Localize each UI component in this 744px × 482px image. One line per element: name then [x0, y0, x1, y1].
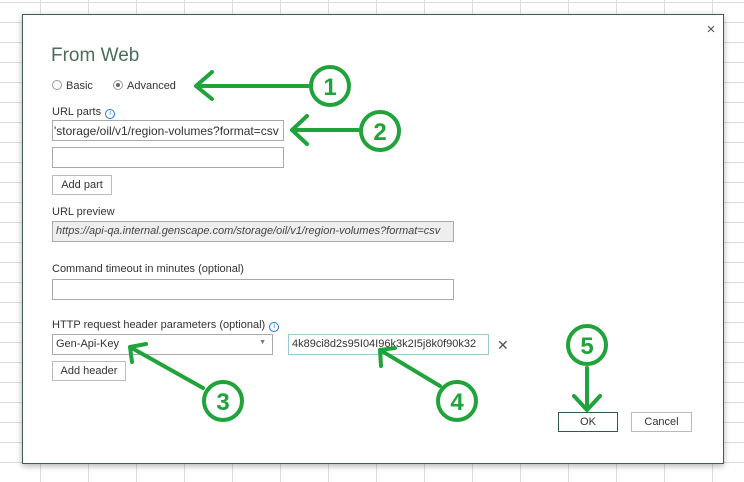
- url-part-2-input[interactable]: [52, 147, 284, 168]
- radio-advanced[interactable]: Advanced: [113, 80, 176, 92]
- radio-circle: [52, 80, 62, 90]
- radio-circle-selected: [113, 80, 123, 90]
- header-name-value: Gen-Api-Key: [56, 338, 119, 350]
- info-icon[interactable]: i: [105, 109, 116, 119]
- close-icon[interactable]: ×: [706, 21, 716, 38]
- add-part-button[interactable]: Add part: [52, 175, 112, 195]
- radio-basic-label: Basic: [66, 80, 93, 92]
- add-header-button[interactable]: Add header: [52, 361, 126, 381]
- ok-button[interactable]: OK: [558, 412, 618, 432]
- url-preview-label: URL preview: [52, 206, 115, 218]
- header-value-input[interactable]: 4k89ci8d2s95I04I96k3k2I5j8k0f90k32: [288, 334, 489, 355]
- url-preview-field: https://api-qa.internal.genscape.com/sto…: [52, 221, 454, 242]
- url-parts-text: URL parts: [52, 106, 102, 118]
- cancel-button[interactable]: Cancel: [631, 412, 692, 432]
- http-headers-text: HTTP request header parameters (optional…: [52, 319, 266, 331]
- info-icon[interactable]: i: [269, 322, 280, 332]
- chevron-down-icon: ▼: [259, 339, 266, 346]
- radio-basic[interactable]: Basic: [52, 80, 93, 92]
- header-name-select[interactable]: Gen-Api-Key ▼: [52, 334, 273, 355]
- radio-advanced-label: Advanced: [127, 80, 176, 92]
- timeout-input[interactable]: [52, 279, 454, 300]
- timeout-label: Command timeout in minutes (optional): [52, 263, 244, 275]
- http-headers-label: HTTP request header parameters (optional…: [52, 319, 280, 332]
- url-part-1-input[interactable]: 'storage/oil/v1/region-volumes?format=cs…: [52, 120, 284, 141]
- remove-header-icon[interactable]: ✕: [497, 337, 509, 353]
- dialog-title: From Web: [51, 45, 140, 66]
